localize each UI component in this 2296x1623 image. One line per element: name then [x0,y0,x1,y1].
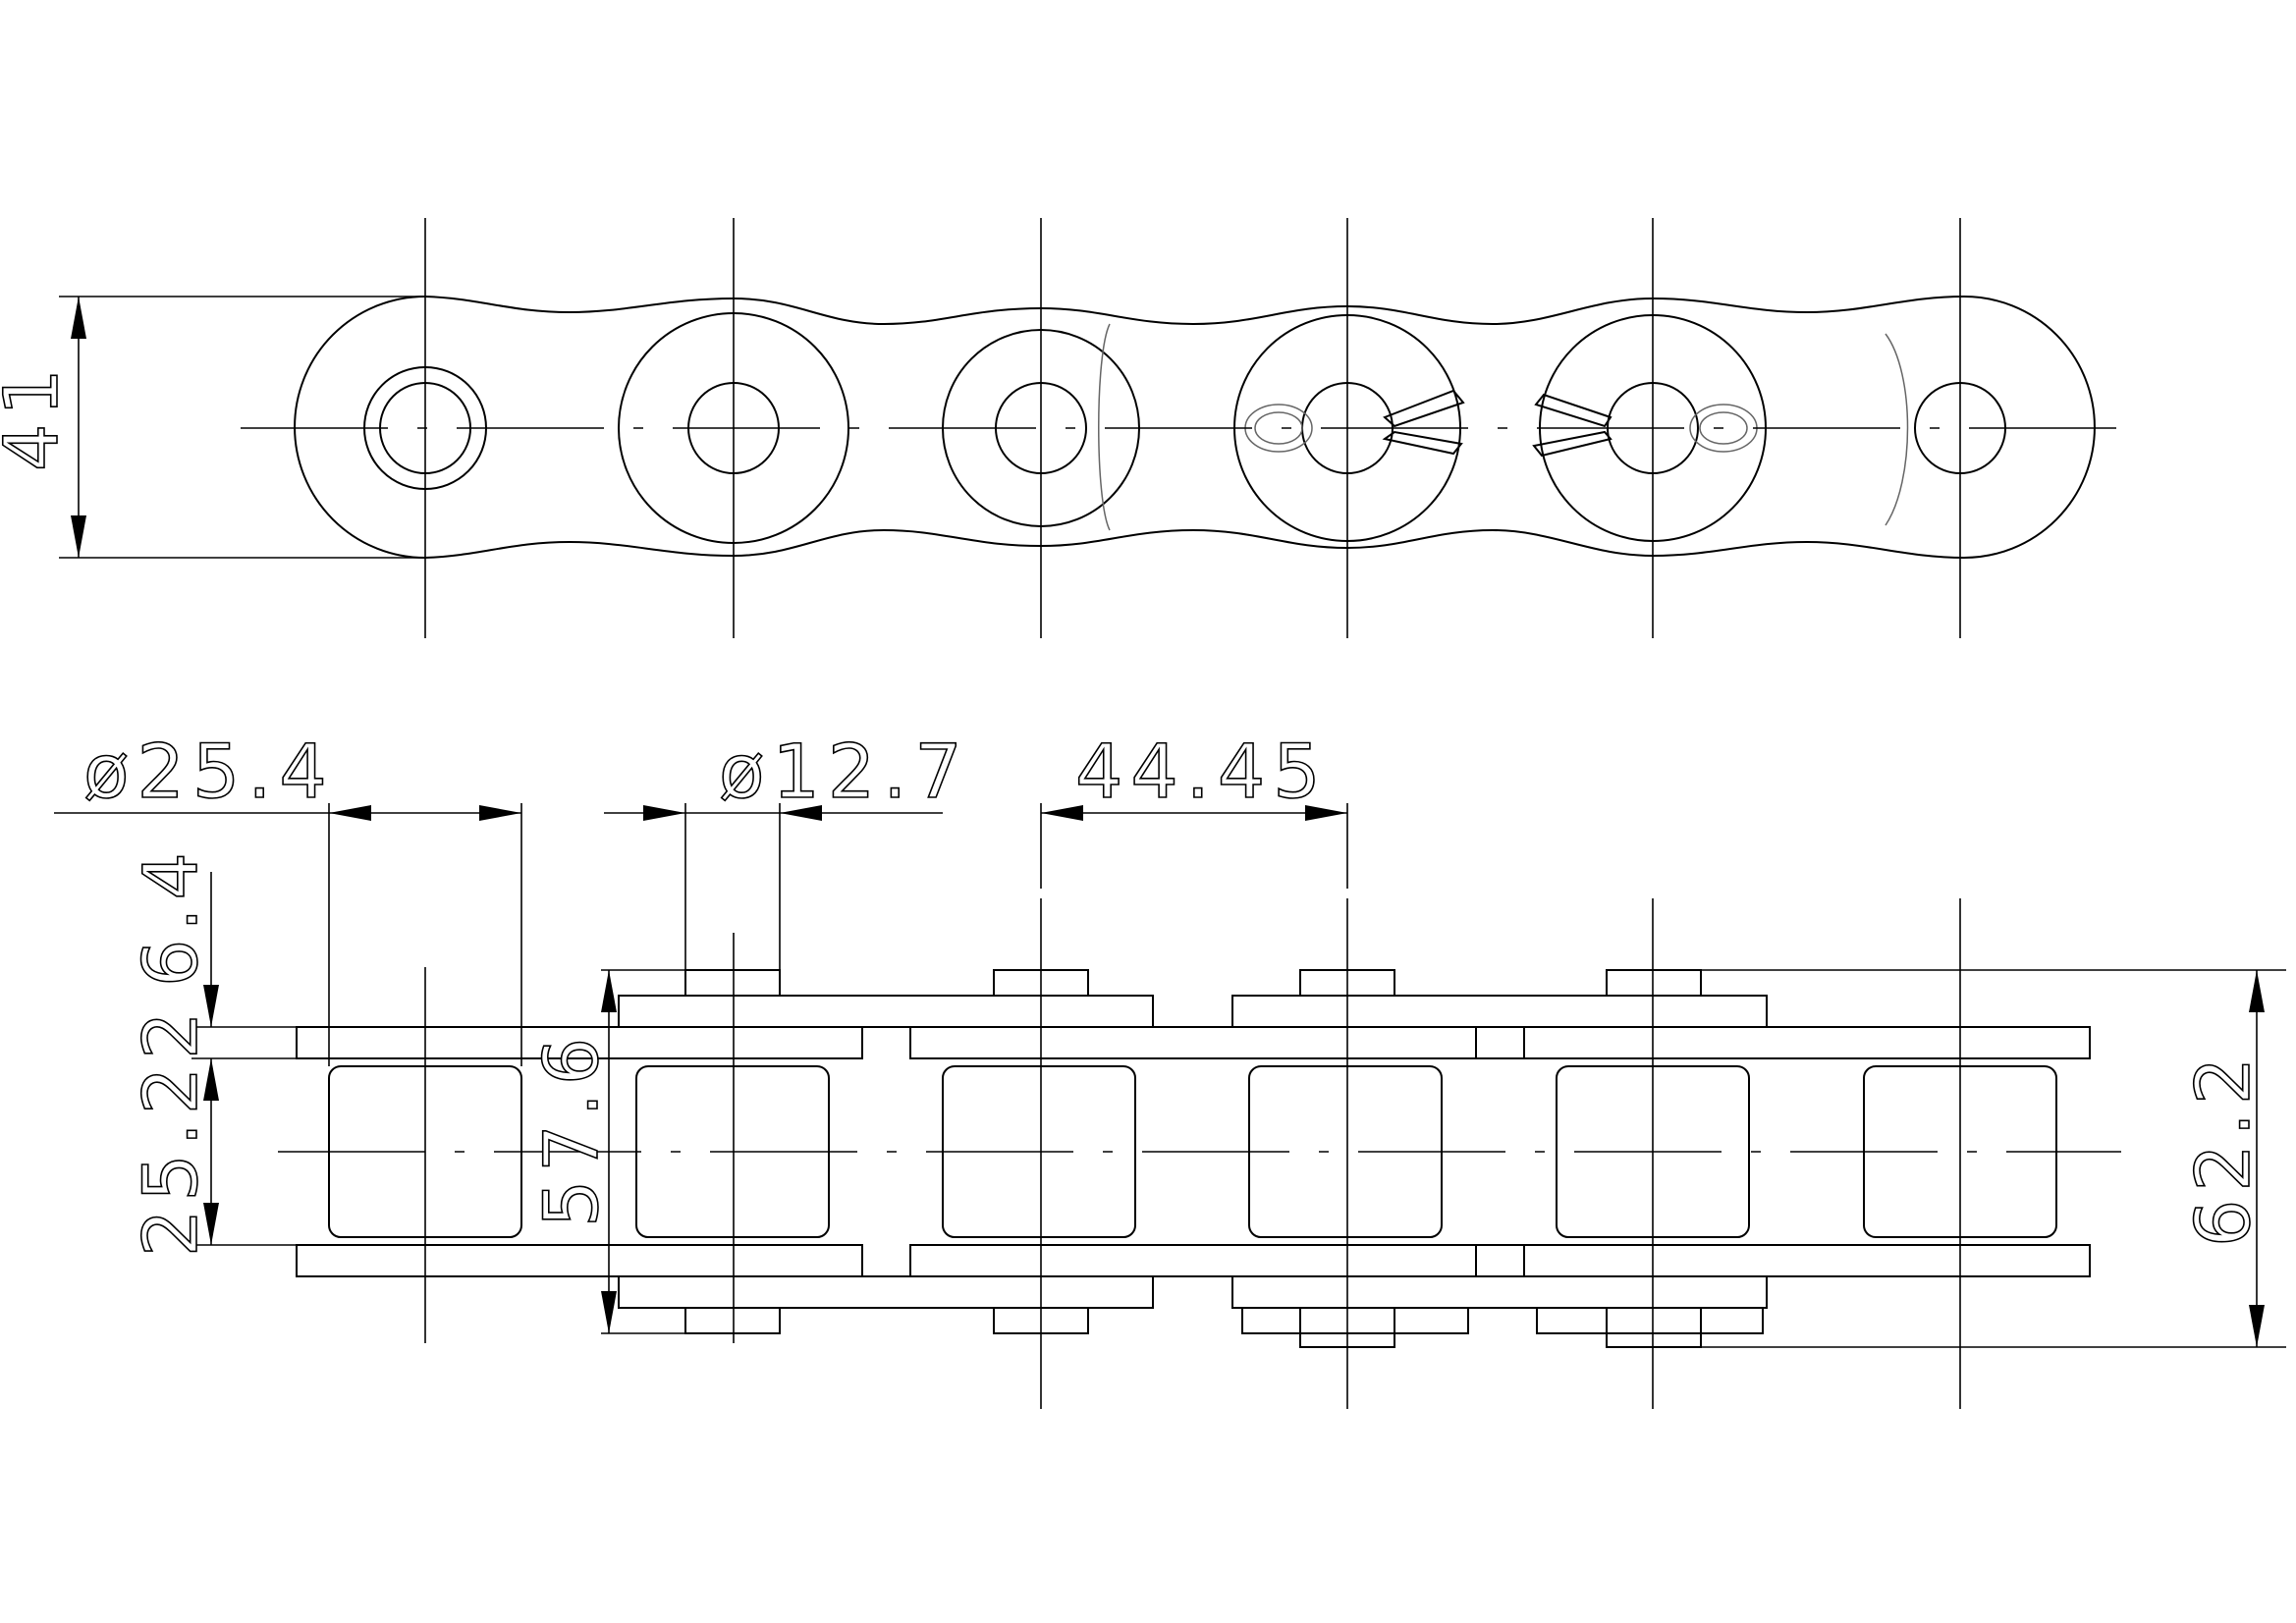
dimension-plate-height: 41 [0,296,425,559]
centerlines-top [241,218,2121,638]
dimension-pin-length-label: 57.6 [527,1030,615,1227]
centerlines-bottom [278,898,2121,1409]
chain-top-view: 41 [0,218,2121,638]
dimension-plate-thickness-label: 6.4 [127,844,214,987]
link-plates-top [294,296,2096,559]
dimension-41-label: 41 [0,360,75,471]
dimension-pin-diameter-label: ø12.7 [719,728,970,815]
cotter-pins-top [1244,389,1758,458]
dimension-overall-length: 62.2 [1701,969,2286,1348]
dimension-inner-width: 25.22 [126,1003,297,1258]
chain-bottom-view: ø25.4 ø12.7 44.45 6.4 [54,727,2286,1409]
dimension-pin-length: 57.6 [526,969,685,1334]
dimension-pin-diameter: ø12.7 [604,727,970,970]
dimension-inner-width-label: 25.22 [127,1003,214,1257]
inner-plates [296,1026,2091,1277]
dimension-overall-length-label: 62.2 [2179,1050,2267,1247]
dimension-pitch-label: 44.45 [1075,728,1329,815]
dimension-roller-diameter-label: ø25.4 [83,728,335,815]
dimension-pitch: 44.45 [1040,727,1348,889]
dimension-plate-thickness: 6.4 [126,843,297,1059]
dimension-roller-diameter: ø25.4 [54,727,522,1066]
outer-plates [618,995,1768,1309]
